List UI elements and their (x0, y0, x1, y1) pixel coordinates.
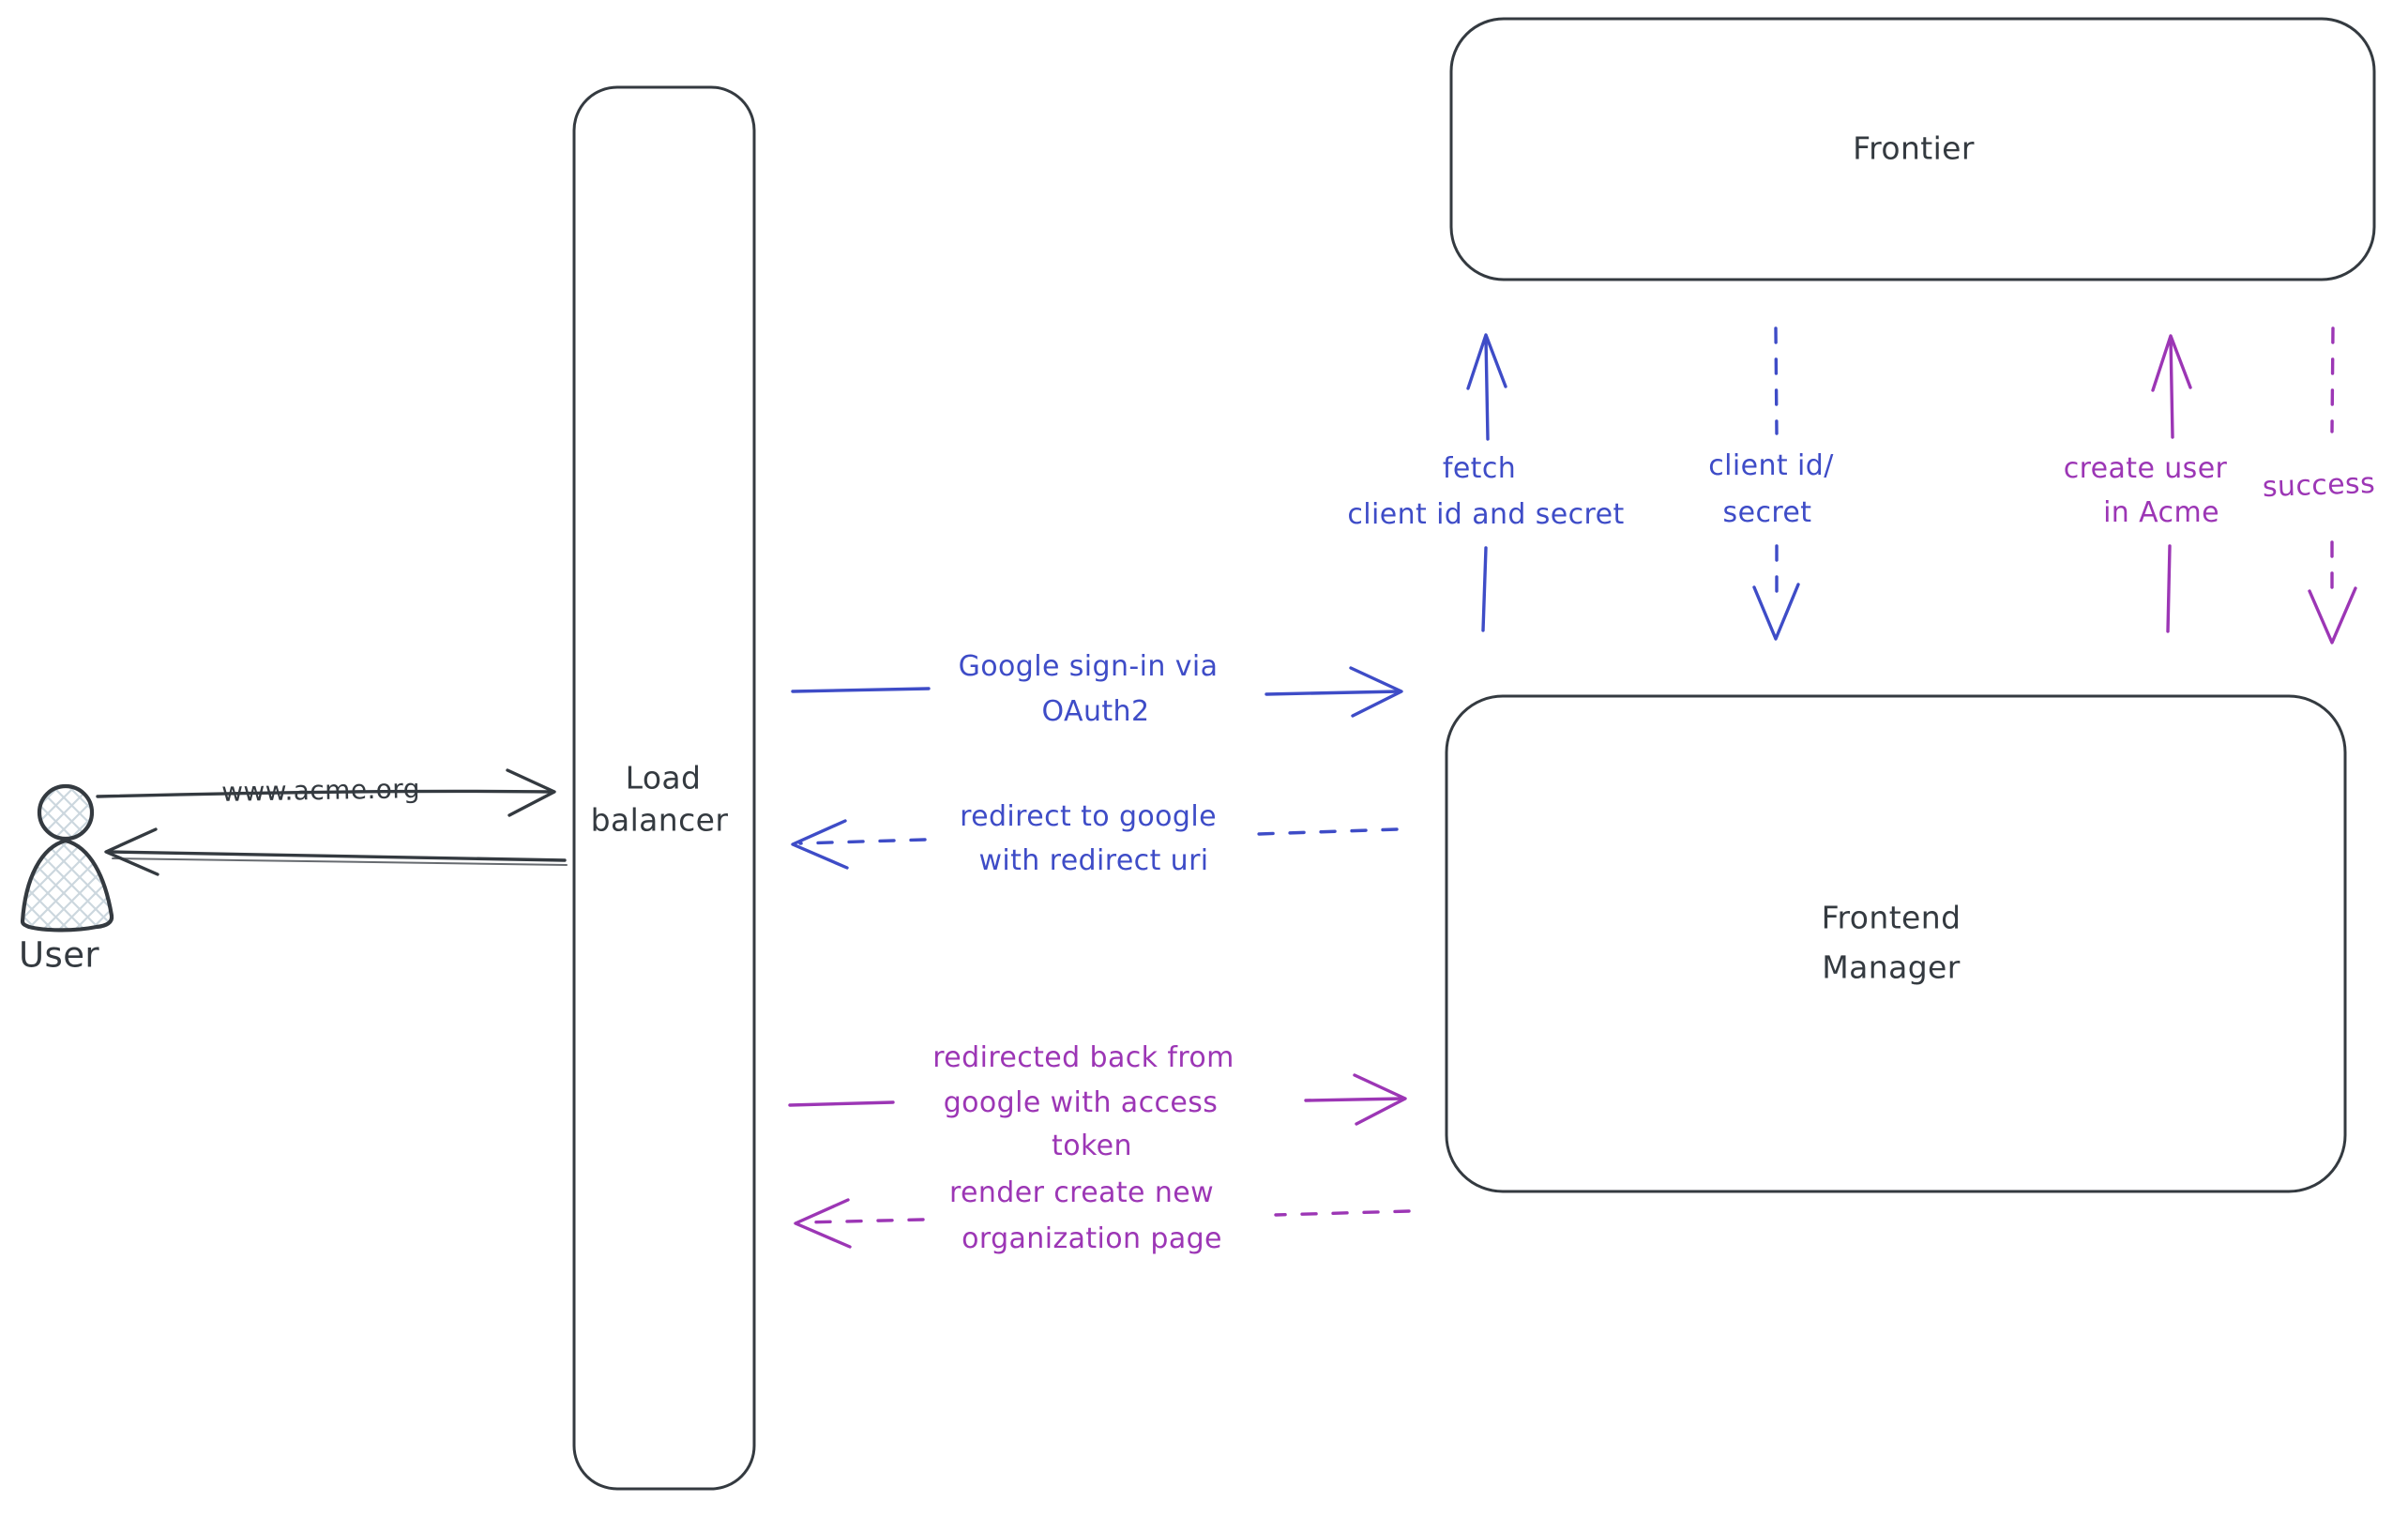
fetch-client-id-label-line1: fetch (1442, 452, 1517, 485)
frontend-manager-box (1445, 694, 2347, 1193)
user-figure (20, 783, 114, 933)
arrow-redirected-back (788, 1073, 1407, 1126)
client-id-secret-label-line1: client id/ (1708, 449, 1834, 482)
arrow-response-to-user (104, 827, 568, 876)
redirect-to-google-label-line2: with redirect uri (978, 844, 1209, 877)
render-org-page-label-line2: organization page (962, 1222, 1222, 1255)
fetch-client-id-label-line2: client id and secret (1347, 498, 1625, 531)
redirected-back-label-line1: redirected back from (932, 1041, 1234, 1074)
frontier-label: Frontier (1853, 129, 1975, 167)
load-balancer-label-line1: Load (625, 759, 702, 796)
load-balancer-box (572, 85, 756, 1491)
redirected-back-label-line3: token (1052, 1130, 1132, 1162)
arrow-success (2308, 326, 2357, 645)
arrow-create-user (2151, 334, 2192, 633)
arrow-client-id-secret (1752, 326, 1800, 641)
google-signin-label-line2: OAuth2 (1041, 695, 1150, 728)
frontier-box (1449, 17, 2376, 281)
client-id-secret-label-line2: secret (1722, 496, 1812, 529)
google-signin-label-line1: Google sign-in via (958, 650, 1219, 683)
arrow-google-signin (791, 666, 1403, 718)
create-user-label-line1: create user (2063, 452, 2228, 485)
arrow-render-org-page (794, 1198, 1411, 1249)
arrow-www-acme (96, 768, 556, 817)
redirect-to-google-label-line1: redirect to google (960, 800, 1217, 833)
render-org-page-label-line1: render create new (948, 1176, 1215, 1209)
success-label: success (2262, 466, 2376, 505)
load-balancer-label-line2: balancer (590, 801, 729, 839)
www-acme-label: www.acme.org (220, 773, 421, 808)
frontend-manager-label-line1: Frontend (1821, 899, 1961, 936)
user-label: User (19, 934, 99, 976)
arrow-fetch-client-id (1466, 333, 1507, 632)
arrow-redirect-to-google (791, 819, 1399, 870)
create-user-label-line2: in Acme (2103, 496, 2219, 529)
frontend-manager-label-line2: Manager (1822, 948, 1961, 986)
redirected-back-label-line2: google with access (943, 1086, 1219, 1119)
